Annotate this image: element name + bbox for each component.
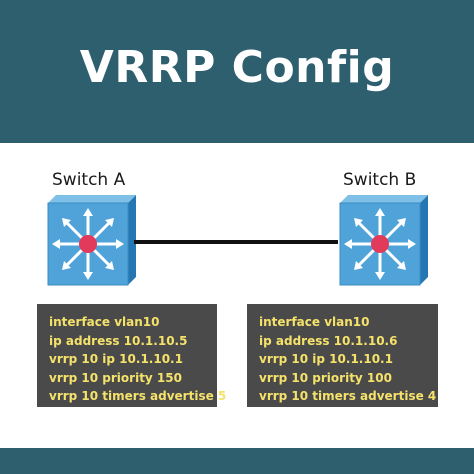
layer3-switch-icon [339, 195, 428, 286]
config-line: vrrp 10 timers advertise 4 [259, 389, 437, 403]
switch-b-label: Switch B [343, 170, 417, 190]
page-title: VRRP Config [79, 42, 395, 93]
switch-a [40, 195, 136, 291]
switch-link [134, 240, 338, 244]
switch-b-config: interface vlan10 ip address 10.1.10.6 vr… [247, 304, 438, 407]
config-line: vrrp 10 priority 100 [259, 370, 392, 385]
switch-a-label: Switch A [52, 170, 126, 190]
config-line: vrrp 10 timers advertise 5 [49, 389, 227, 403]
config-line: interface vlan10 [49, 315, 160, 329]
config-line: vrrp 10 priority 150 [49, 370, 182, 385]
switch-b [332, 195, 428, 291]
config-line: vrrp 10 ip 10.1.10.1 [259, 352, 393, 366]
config-line: ip address 10.1.10.5 [49, 333, 188, 348]
config-line: vrrp 10 ip 10.1.10.1 [49, 352, 183, 366]
layer3-switch-icon [47, 195, 136, 286]
config-line: interface vlan10 [259, 315, 370, 329]
title-banner: VRRP Config [0, 0, 474, 143]
footer-bar [0, 448, 474, 474]
switch-a-config: interface vlan10 ip address 10.1.10.5 vr… [37, 304, 227, 407]
config-line: ip address 10.1.10.6 [259, 333, 398, 348]
